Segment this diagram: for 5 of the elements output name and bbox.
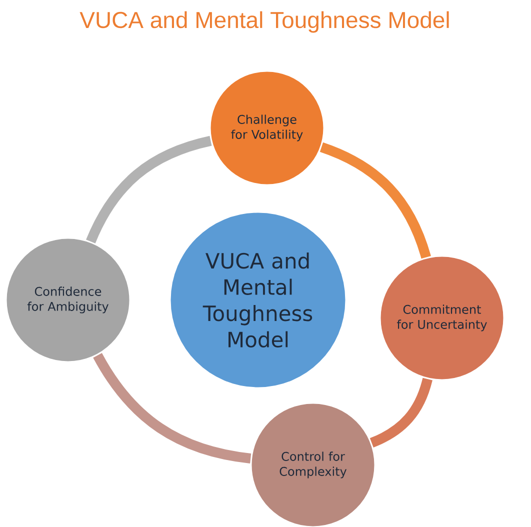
title: VUCA and Mental Toughness Model	[80, 11, 449, 33]
ring-arc	[93, 352, 252, 464]
ring-arc	[320, 142, 431, 259]
ring-arc	[86, 136, 212, 244]
ring-arc	[370, 378, 432, 448]
